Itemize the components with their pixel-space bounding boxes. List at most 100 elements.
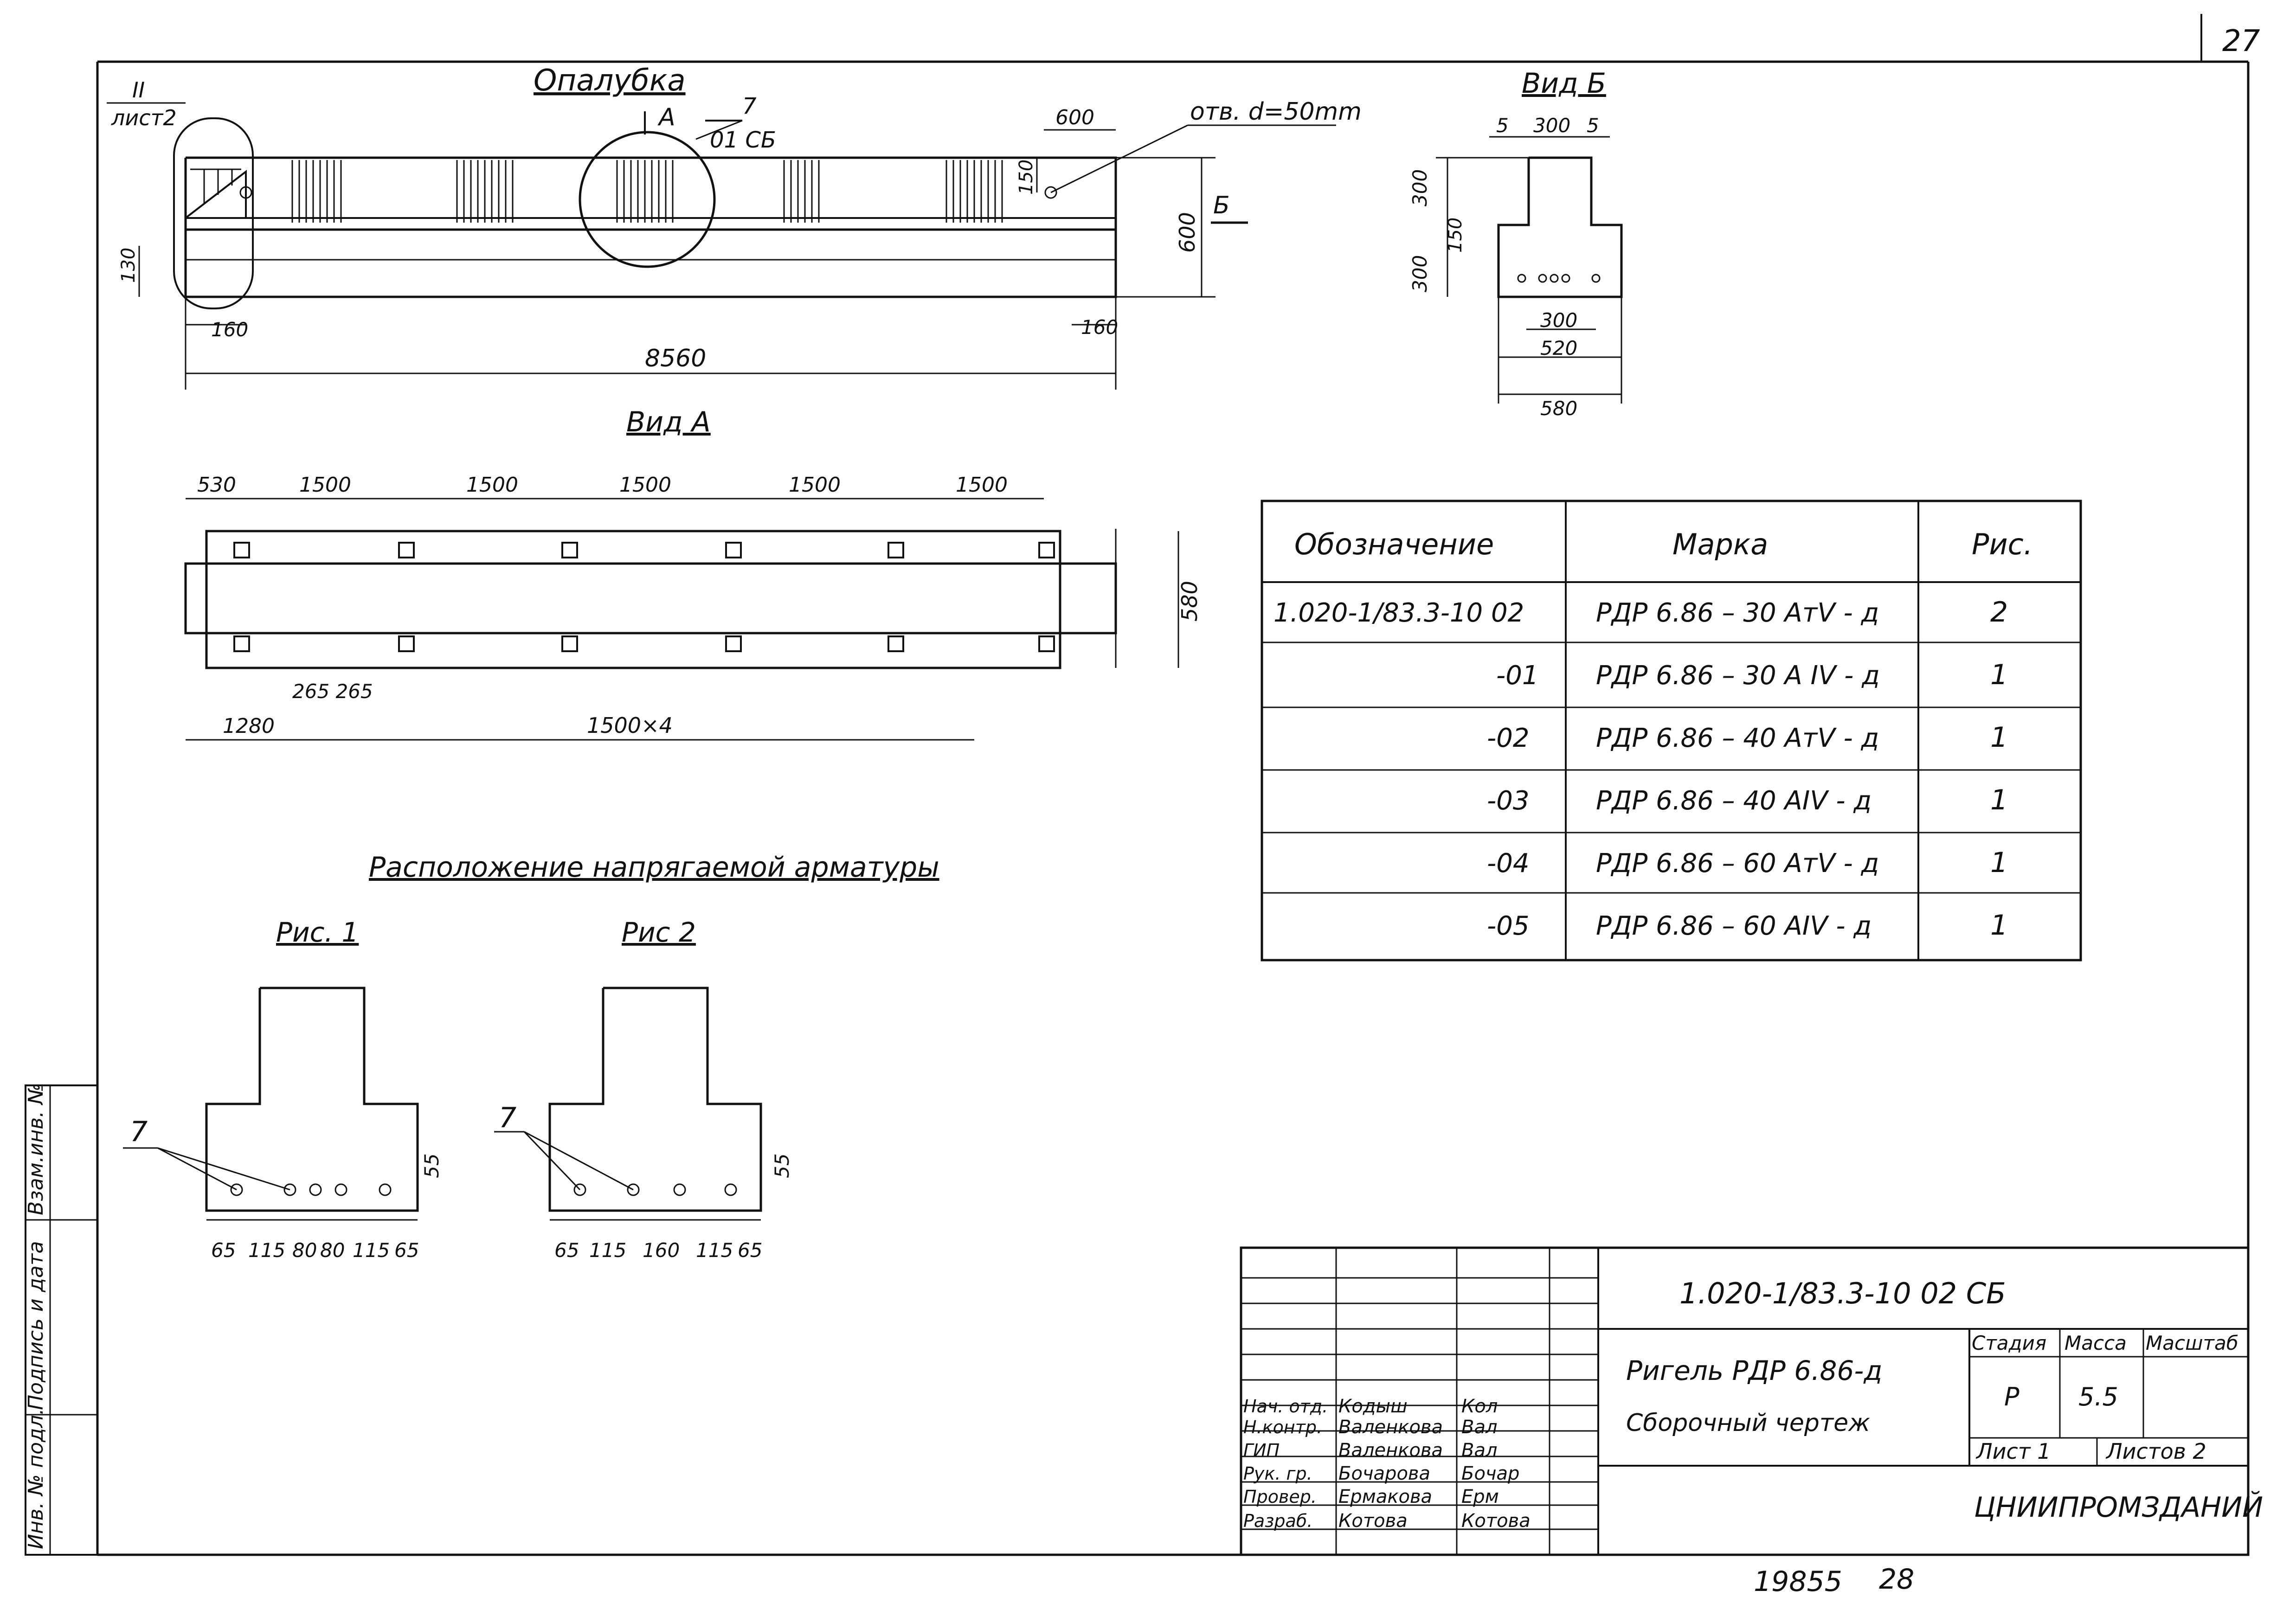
end-ref-number: II xyxy=(132,77,145,103)
dim-total-length: 8560 xyxy=(645,345,706,372)
view-b-dim-520: 520 xyxy=(1540,337,1577,359)
scale-label: Масштаб xyxy=(2146,1332,2238,1354)
spec-row4-designation: -03 xyxy=(1487,786,1529,816)
spec-row3-designation: -02 xyxy=(1487,723,1529,753)
view-a-dim-1500-3: 1500 xyxy=(619,473,671,497)
fig1-label: Рис. 1 xyxy=(276,917,359,948)
staff-name-6: Котова xyxy=(1338,1510,1408,1532)
fig2-item: 7 xyxy=(499,1102,516,1134)
staff-role-5: Провер. xyxy=(1243,1487,1317,1507)
fig1-dim-65b: 65 xyxy=(394,1239,419,1262)
spec-row4-mark: РДР 6.86 – 40 АIV - д xyxy=(1596,786,1872,816)
archive-page: 28 xyxy=(1879,1563,1914,1596)
view-b-dim-5a: 5 xyxy=(1496,114,1509,137)
staff-role-2: Н.контр. xyxy=(1243,1417,1322,1437)
view-b-dim-300-top: 300 xyxy=(1408,169,1431,206)
view-a-dim-265: 265 265 xyxy=(292,680,373,703)
fig2-dim-55: 55 xyxy=(771,1154,793,1178)
doc-code: 1.020-1/83.3-10 02 СБ xyxy=(1679,1276,2006,1310)
formwork-title: Опалубка xyxy=(534,64,686,98)
spec-row1-designation: 1.020-1/83.3-10 02 xyxy=(1273,598,1524,628)
staff-sign-1: Кол xyxy=(1461,1396,1498,1417)
fig1-item: 7 xyxy=(130,1116,148,1148)
dim-600-top: 600 xyxy=(1055,106,1094,129)
fig1-dim-55: 55 xyxy=(420,1154,443,1178)
stamp-cell-sign: Подпись и дата xyxy=(24,1241,48,1410)
staff-sign-3: Вал xyxy=(1461,1440,1498,1461)
fig2-dim-65b: 65 xyxy=(738,1239,762,1262)
section-arrow-a: А xyxy=(657,103,675,131)
view-b-dim-5b: 5 xyxy=(1587,114,1599,137)
view-b-dim-300-bottom: 300 xyxy=(1408,255,1431,292)
stamp-cell-replace: Взам.инв. № xyxy=(24,1083,48,1215)
view-b: Вид Б 5 300 5 300 150 300 300 520 580 xyxy=(1408,67,1623,420)
dim-height-600: 600 xyxy=(1175,212,1200,253)
fig1-dim-80a: 80 xyxy=(292,1239,317,1262)
staff-role-4: Рук. гр. xyxy=(1243,1463,1312,1484)
spec-row6-designation: -05 xyxy=(1487,911,1529,941)
dim-150-hole: 150 xyxy=(1016,160,1037,195)
fig1-dim-80b: 80 xyxy=(320,1239,345,1262)
spec-row4-fig: 1 xyxy=(1990,784,2008,816)
fig2-label: Рис 2 xyxy=(622,917,696,948)
staff-name-3: Валенкова xyxy=(1338,1440,1443,1461)
staff-name-4: Бочарова xyxy=(1338,1463,1430,1484)
fig2-dim-115b: 115 xyxy=(696,1239,733,1262)
spec-row2-fig: 1 xyxy=(1990,659,2008,691)
strands-layout: Расположение напрягаемой арматуры Рис. 1… xyxy=(123,851,939,1262)
spec-row6-mark: РДР 6.86 – 60 АIV - д xyxy=(1596,911,1872,941)
spec-row5-designation: -04 xyxy=(1487,848,1529,879)
view-a-dim-1500-1: 1500 xyxy=(299,473,351,497)
staff-role-3: ГИП xyxy=(1243,1440,1280,1461)
view-a-dim-530: 530 xyxy=(197,473,236,497)
view-a-dim-1500-5: 1500 xyxy=(956,473,1008,497)
view-b-dim-300-bot: 300 xyxy=(1540,309,1577,332)
stage-label: Стадия xyxy=(1972,1332,2046,1354)
strands-title: Расположение напрягаемой арматуры xyxy=(369,851,939,884)
detail-number: 7 xyxy=(742,93,757,119)
view-a-dim-1500x4: 1500×4 xyxy=(587,713,673,738)
view-b-dim-300: 300 xyxy=(1533,114,1570,137)
staff-sign-2: Вал xyxy=(1461,1417,1498,1438)
view-a-dim-580: 580 xyxy=(1177,581,1202,622)
view-b-dim-150: 150 xyxy=(1445,218,1466,253)
spec-row1-fig: 2 xyxy=(1990,596,2008,628)
fig1-dim-65a: 65 xyxy=(211,1239,236,1262)
sheet-label: Лист 1 xyxy=(1975,1439,2051,1464)
mass-label: Масса xyxy=(2064,1332,2127,1354)
spec-row2-designation: -01 xyxy=(1496,661,1538,691)
spec-row5-fig: 1 xyxy=(1990,846,2008,879)
detail-sheet: 01 СБ xyxy=(710,127,776,153)
staff-name-5: Ермакова xyxy=(1338,1486,1432,1507)
dim-160-left: 160 xyxy=(211,318,248,341)
spec-row5-mark: РДР 6.86 – 60 АтV - д xyxy=(1596,848,1879,879)
spec-header-designation: Обозначение xyxy=(1294,527,1494,561)
title-block: Нач. отд. Кодыш Кол Н.контр. Валенкова В… xyxy=(1240,1246,2263,1556)
stamp-cell-inv: Инв. № подл. xyxy=(24,1408,48,1549)
fig2-dim-65a: 65 xyxy=(554,1239,579,1262)
side-stamp: Инв. № подл. Подпись и дата Взам.инв. № xyxy=(24,1083,98,1556)
fig1-dim-115a: 115 xyxy=(248,1239,285,1262)
view-a-title: Вид А xyxy=(626,406,711,438)
staff-sign-5: Ерм xyxy=(1461,1486,1499,1507)
staff-sign-4: Бочар xyxy=(1461,1463,1519,1484)
end-ref-sheet: лист2 xyxy=(111,105,177,130)
doc-type: Сборочный чертеж xyxy=(1626,1409,1870,1437)
spec-header-fig: Рис. xyxy=(1972,527,2032,561)
organization: ЦНИИПРОМЗДАНИЙ xyxy=(1974,1491,2263,1524)
archive-number: 19855 xyxy=(1754,1565,1842,1598)
spec-row6-fig: 1 xyxy=(1990,909,2008,942)
spec-table: Обозначение Марка Рис. 1.020-1/83.3-10 0… xyxy=(1261,500,2082,962)
dim-130: 130 xyxy=(118,248,139,283)
fig2-dim-160: 160 xyxy=(643,1239,680,1262)
item-name: Ригель РДР 6.86-д xyxy=(1626,1355,1882,1386)
stirrup-groups xyxy=(291,160,1003,223)
view-a-dim-1500-2: 1500 xyxy=(466,473,518,497)
spec-row2-mark: РДР 6.86 – 30 А IV - д xyxy=(1596,661,1880,691)
staff-sign-6: Котова xyxy=(1461,1510,1531,1532)
view-b-arrow: Б xyxy=(1213,192,1230,219)
stage-value: Р xyxy=(2004,1382,2019,1411)
formwork-elevation: Опалубка А 7 01 СБ II лист2 xyxy=(107,64,1362,390)
spec-row3-mark: РДР 6.86 – 40 АтV - д xyxy=(1596,723,1879,753)
